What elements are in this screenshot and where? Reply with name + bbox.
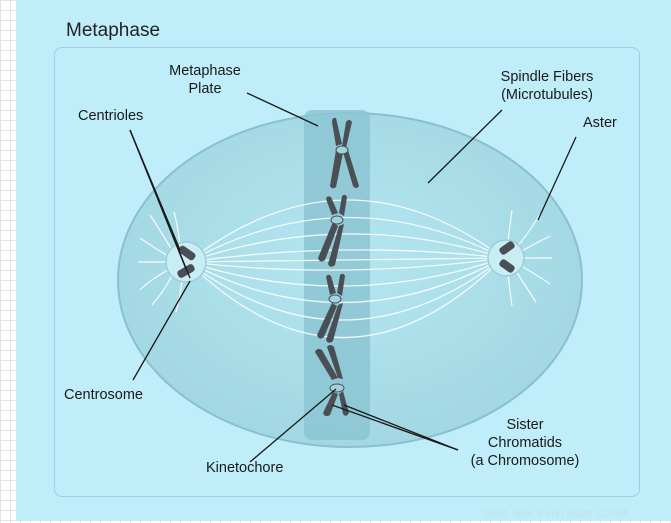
label-centrosome: Centrosome — [64, 386, 143, 404]
credit-text: Dept. Biol. Penn State ©2004 — [484, 505, 628, 523]
label-centrioles: Centrioles — [78, 107, 143, 125]
label-metaphase-plate: Metaphase Plate — [160, 62, 250, 98]
label-sister-chromatids: Sister Chromatids (a Chromosome) — [455, 416, 595, 470]
label-spindle-fibers: Spindle Fibers (Microtubules) — [472, 68, 622, 104]
diagram-title: Metaphase — [66, 22, 160, 40]
label-kinetochore: Kinetochore — [206, 459, 283, 477]
label-aster: Aster — [583, 114, 617, 132]
